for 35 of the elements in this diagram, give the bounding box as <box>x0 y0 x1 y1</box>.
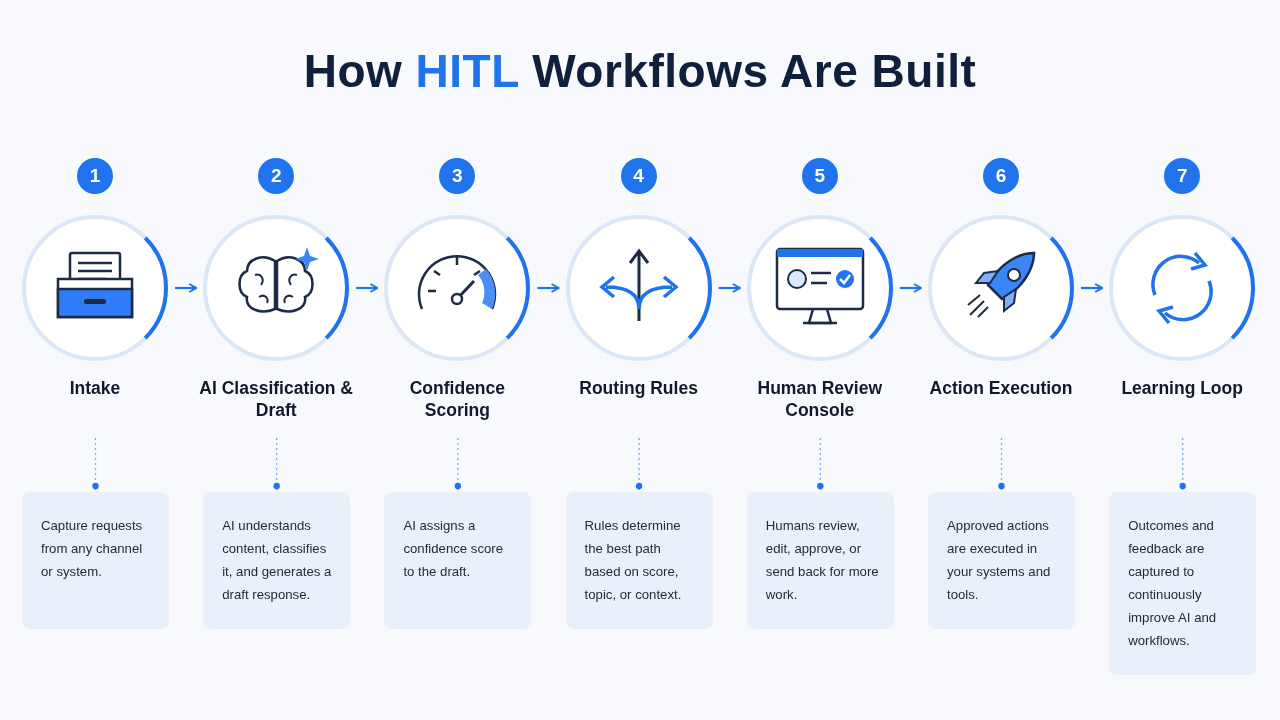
dotted-leader-line <box>1179 437 1186 493</box>
dotted-leader-line <box>635 437 643 493</box>
step-title: Learning Loop <box>1120 377 1244 399</box>
description-text: AI understands content, classifies it, and generates a draft response. <box>222 517 333 604</box>
arrow <box>718 283 741 293</box>
description-text: Outcomes and feedback are captured to continuously improve AI and workflows. <box>1128 517 1218 650</box>
arrow <box>356 283 379 293</box>
description-text: Capture requests from any channel or system. <box>41 517 144 581</box>
step-title: Human Review Console <box>756 377 884 421</box>
description-text: Rules determine the best path based on score, topic, or context. <box>584 517 683 604</box>
dotted-leader-line <box>817 437 824 493</box>
dotted-leader-line <box>273 437 280 493</box>
step-number-badge: 1 <box>77 158 113 194</box>
step-number-badge: 5 <box>801 158 838 194</box>
step-title: AI Classification & Draft <box>198 377 354 421</box>
step-title: Intake <box>68 377 122 399</box>
dotted-leader-line <box>92 437 99 493</box>
arrow <box>175 283 198 293</box>
title: How HITL Workflows Are Built <box>303 44 977 98</box>
dotted-leader-line <box>454 437 462 493</box>
step-title: Routing Rules <box>578 377 699 399</box>
step-number-badge: 4 <box>620 158 657 194</box>
description-text: Humans review, edit, approve, or send back for more work. <box>765 517 880 604</box>
description-text: Approved actions are executed in your systems and tools. <box>947 517 1052 604</box>
step-number-badge: 7 <box>1164 158 1201 194</box>
dotted-leader-line <box>998 437 1005 493</box>
step-number-badge: 6 <box>983 158 1019 194</box>
step-title: Confidence Scoring <box>408 377 507 421</box>
arrow <box>899 283 922 293</box>
arrow <box>1081 283 1104 293</box>
step-number-badge: 2 <box>258 158 295 194</box>
arrow <box>537 283 560 293</box>
step-title: Action Execution <box>928 377 1074 399</box>
step-number-badge: 3 <box>439 158 476 194</box>
description-text: AI assigns a confidence score to the draft. <box>403 517 505 581</box>
